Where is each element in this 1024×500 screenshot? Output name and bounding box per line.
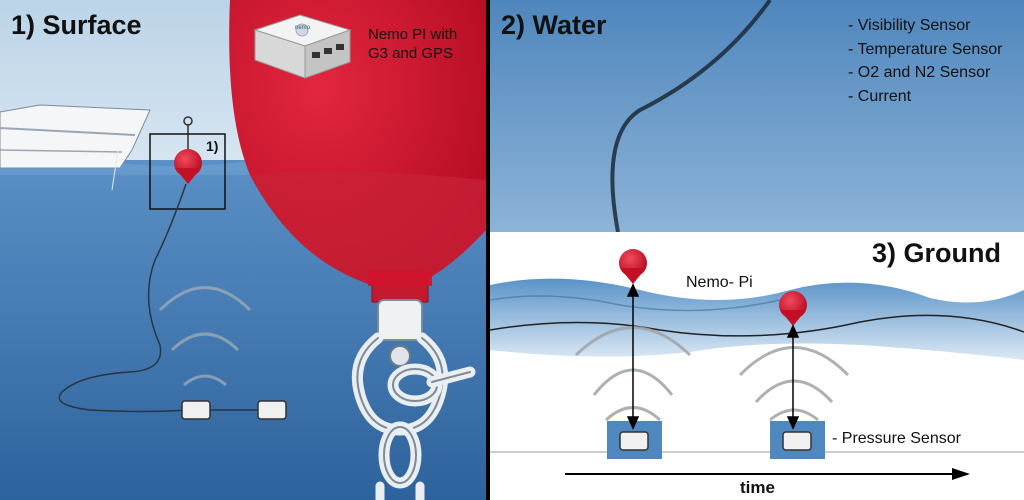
tether-cable: [58, 183, 265, 413]
seafloor-waves: [490, 278, 1024, 360]
distance-arrow: [626, 283, 800, 430]
boat-icon: [0, 104, 151, 191]
time-label: time: [740, 478, 775, 497]
ground-title: 3) Ground: [872, 238, 1001, 268]
sensor-list-item: - O2 and N2 Sensor: [848, 64, 991, 81]
sensor-list-item: - Temperature Sensor: [848, 40, 1003, 58]
water-title: 2) Water: [501, 10, 607, 40]
raspberry-pi-case-icon: [253, 14, 352, 79]
device-caption-line1: Nemo PI with: [368, 26, 458, 43]
sensor-list-item: - Visibility Sensor: [848, 17, 971, 34]
box-marker: 1): [206, 138, 219, 154]
chain-shackle-icon: [351, 299, 476, 500]
surface-panel: [0, 0, 486, 500]
ground-buoy-icon: [619, 249, 807, 326]
highlight-box: [149, 133, 226, 210]
water-cable: [610, 0, 772, 233]
surface-title: 1) Surface: [11, 10, 142, 40]
pressure-sensor-label: - Pressure Sensor: [832, 430, 961, 447]
surface-buoy-icon: [174, 116, 202, 184]
ground-panel: [489, 232, 1024, 500]
time-arrow: [565, 468, 970, 480]
device-caption-line2: G3 and GPS: [368, 45, 454, 62]
water-panel: [490, 0, 1024, 233]
pressure-sensor-icon: [607, 421, 825, 459]
signal-arc-icon: [158, 286, 252, 387]
panel-divider: [486, 0, 490, 500]
sensor-list: - Visibility Sensor - Temperature Sensor…: [848, 14, 1002, 108]
pressure-sensor-icon: [181, 400, 287, 420]
device-badge: nemo: [295, 25, 311, 31]
sensor-list-item: - Current: [848, 87, 912, 105]
buoy-label: Nemo- Pi: [686, 274, 753, 291]
